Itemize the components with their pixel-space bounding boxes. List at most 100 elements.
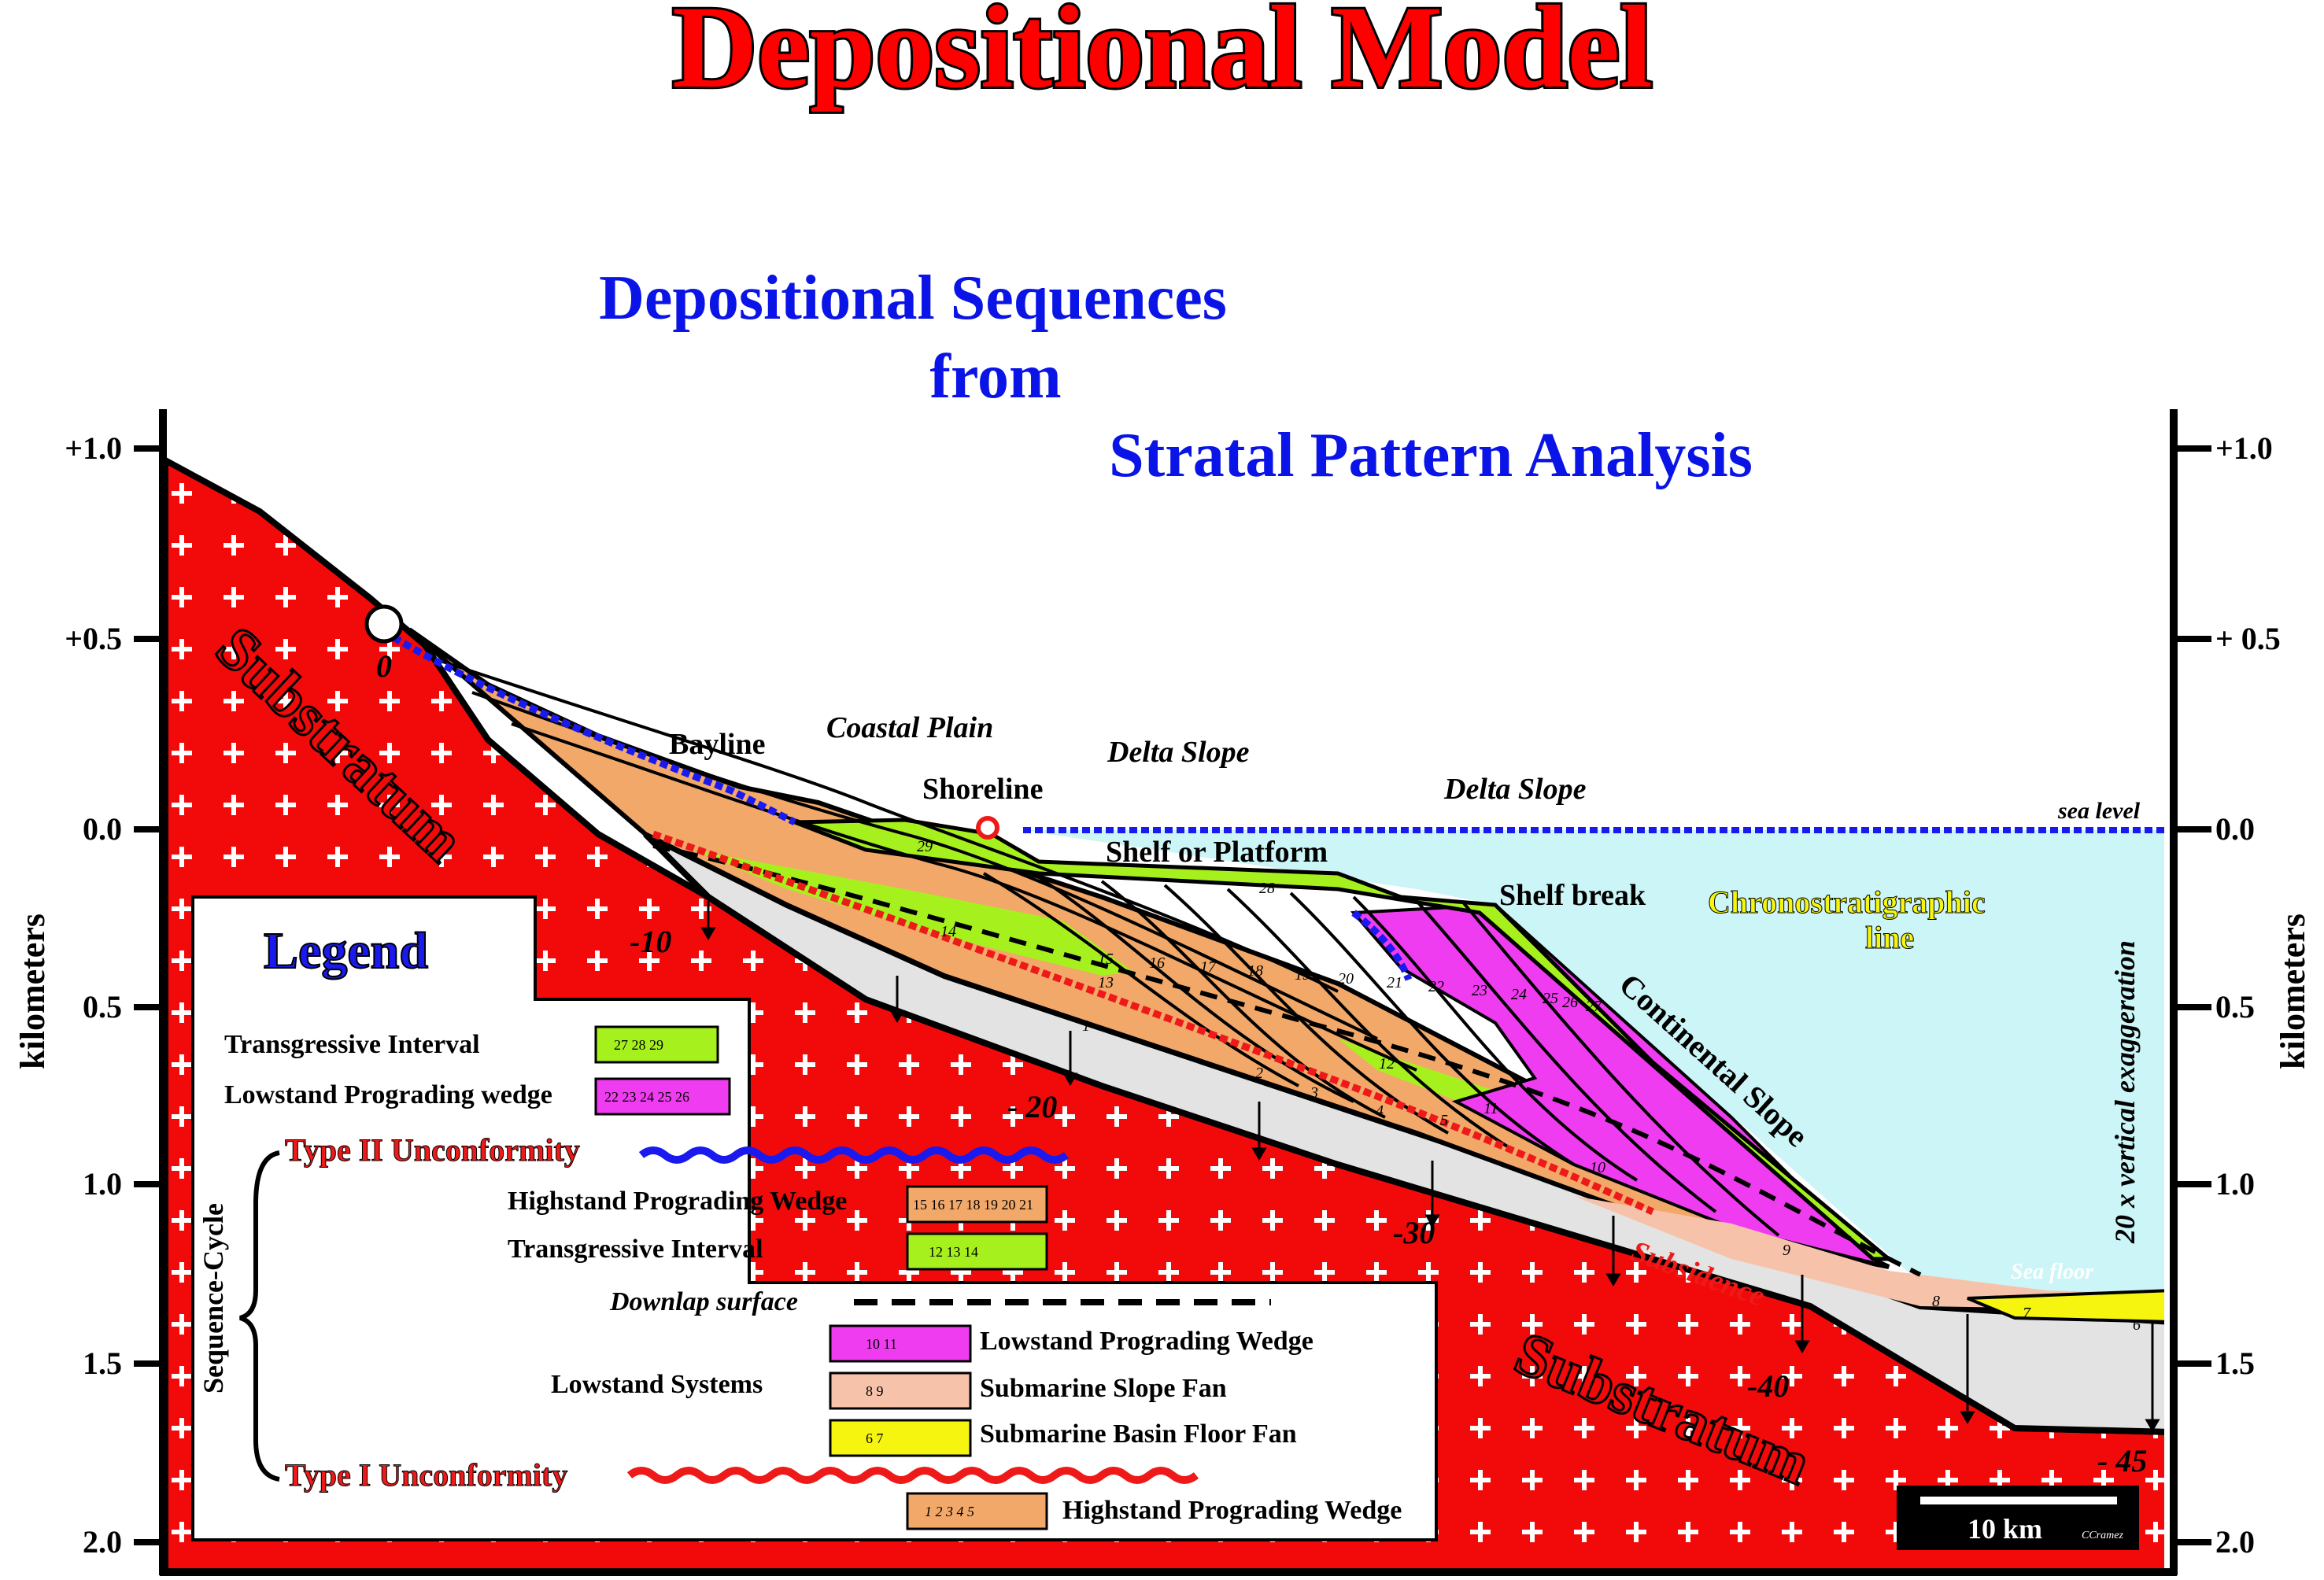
unit-number: 23 <box>1472 982 1487 999</box>
swatch-hpw-bottom <box>906 1492 1048 1530</box>
legend-sbff: Submarine Basin Floor Fan <box>980 1419 1297 1449</box>
subsidence-value: -40 <box>1747 1368 1789 1404</box>
legend-title: Legend <box>264 922 428 980</box>
swatch-lpw-top-text: 22 23 24 25 26 <box>604 1089 689 1105</box>
unit-number: 11 <box>1483 1100 1498 1117</box>
origin-marker <box>364 604 404 644</box>
page-title: Depositional Model <box>672 0 1653 113</box>
unit-numbers: 1 2 3 4 5 6 7 8 9 10 11 12 13 14 15 16 1… <box>917 838 2141 1334</box>
subsidence-value: - 20 <box>1007 1089 1057 1124</box>
swatch-ssf-text: 8 9 <box>866 1383 884 1399</box>
type2-unconformity-2 <box>1351 910 1413 981</box>
type1-unconformity <box>652 830 1654 1216</box>
transgressive-upper-fill <box>794 818 1894 1261</box>
unit-number: 9 <box>1783 1242 1790 1259</box>
swatch-lpw-top <box>594 1077 731 1116</box>
unit-number: 7 <box>2023 1305 2031 1322</box>
subsidence-value: 0 <box>376 648 392 684</box>
credit-label: CCramez <box>2082 1530 2123 1541</box>
left-axis-label: kilometers <box>13 914 52 1069</box>
unit-number: 10 <box>1590 1159 1605 1176</box>
unit-number: 13 <box>1098 974 1114 991</box>
shoreline-label: Shoreline <box>922 773 1043 806</box>
right-tick-label: 0.5 <box>2215 989 2255 1024</box>
unit-number: 29 <box>917 838 933 855</box>
left-axis: +1.0 +0.5 0.0 0.5 1.0 1.5 2.0 kilometers <box>13 409 167 1575</box>
downlap-surface <box>652 844 1922 1277</box>
shoreline-marker <box>976 816 999 840</box>
legend-ti-top: Transgressive Interval <box>224 1030 480 1059</box>
unit-number: 20 <box>1338 970 1354 988</box>
right-tick-label: 2.0 <box>2215 1524 2255 1560</box>
unit-number: 27 <box>1586 998 1602 1015</box>
unit-number: 17 <box>1200 958 1217 976</box>
legend-ssf: Submarine Slope Fan <box>980 1374 1227 1403</box>
legend-brace <box>239 1150 280 1482</box>
left-tick-label: +0.5 <box>65 621 122 656</box>
legend-downlap: Downlap surface <box>609 1287 798 1316</box>
delta-slope-label-2: Delta Slope <box>1443 773 1587 806</box>
swatch-lpw-text: 10 11 <box>866 1336 897 1352</box>
chrono-label-1: Chronostratigraphic <box>1708 884 1986 920</box>
unit-number: 14 <box>940 923 956 940</box>
unit-number: 16 <box>1149 954 1165 972</box>
unit-number: 3 <box>1310 1084 1318 1102</box>
unit-number: 6 <box>2133 1316 2141 1334</box>
swatch-hpw-bottom-text: 1 2 3 4 5 <box>925 1504 974 1519</box>
unit-number: 12 <box>1379 1055 1395 1072</box>
unit-number: 18 <box>1247 962 1263 980</box>
scale-label: 10 km <box>1967 1513 2042 1545</box>
legend-hpw-bottom: Highstand Prograding Wedge <box>1062 1496 1402 1525</box>
unit-number: 19 <box>1295 966 1310 984</box>
type2-unconformity <box>391 634 797 826</box>
legend-panel <box>191 895 1438 1541</box>
swatch-ti <box>906 1232 1048 1271</box>
subsidence-arrows <box>700 901 2160 1432</box>
legend-ti: Transgressive Interval <box>508 1235 763 1264</box>
left-tick-label: 0.0 <box>83 811 122 847</box>
right-tick-label: 1.0 <box>2215 1166 2255 1202</box>
subtitle-line-3: Stratal Pattern Analysis <box>1109 421 1753 490</box>
bayline-label: Bayline <box>669 728 765 761</box>
swatch-type2-line <box>638 1146 1070 1164</box>
swatch-type1-line <box>626 1467 1199 1484</box>
right-axis-label: kilometers <box>2274 914 2312 1069</box>
swatch-lpw <box>829 1324 972 1363</box>
unit-number: 28 <box>1259 880 1275 897</box>
left-tick-label: +1.0 <box>65 430 122 466</box>
right-tick-label: 1.5 <box>2215 1346 2255 1381</box>
legend-hpw: Highstand Prograding Wedge <box>508 1187 847 1216</box>
scale-bar: 10 km CCramez <box>1897 1486 2139 1550</box>
unit-number: 8 <box>1932 1293 1940 1310</box>
right-tick-label: +1.0 <box>2215 430 2273 466</box>
shelf-platform-label: Shelf or Platform <box>1106 836 1328 869</box>
unit-number: 21 <box>1387 974 1402 991</box>
right-tick-label: + 0.5 <box>2215 621 2281 656</box>
unit-number: 24 <box>1511 986 1527 1003</box>
swatch-ti-top-text: 27 28 29 <box>614 1037 663 1053</box>
legend-sequence-cycle: Sequence-Cycle <box>198 1203 229 1394</box>
slope-fan-fill <box>1574 1196 2164 1310</box>
coastal-plain-label: Coastal Plain <box>826 711 993 744</box>
sea-level-label: sea level <box>2057 798 2141 824</box>
right-tick-label: 0.0 <box>2215 811 2255 847</box>
legend-lpw-top: Lowstand Prograding wedge <box>224 1080 552 1109</box>
delta-slope-label-1: Delta Slope <box>1107 736 1250 769</box>
legend-type2: Type II Unconformity <box>285 1132 580 1168</box>
swatch-sbff-text: 6 7 <box>866 1430 884 1446</box>
unit-number: 1 <box>1082 1017 1090 1035</box>
subtitle: Depositional Sequences from Stratal Patt… <box>599 264 1753 490</box>
subtitle-line-2: from <box>929 342 1061 412</box>
unit-number: 22 <box>1428 978 1444 995</box>
left-tick-label: 1.0 <box>83 1166 122 1202</box>
sea-water <box>1023 830 2164 1298</box>
basin-floor-fan-fill <box>1967 1289 2164 1323</box>
unit-number: 4 <box>1376 1102 1384 1120</box>
left-tick-label: 1.5 <box>83 1346 122 1381</box>
swatch-hpw <box>906 1185 1048 1224</box>
right-axis: +1.0 + 0.5 0.0 0.5 1.0 1.5 2.0 kilometer… <box>2170 409 2312 1575</box>
legend-lpw: Lowstand Prograding Wedge <box>980 1327 1313 1356</box>
swatch-ti-text: 12 13 14 <box>929 1244 978 1260</box>
subsidence-values: 0 -10 - 20 -30 -40 - 45 <box>376 648 2147 1478</box>
